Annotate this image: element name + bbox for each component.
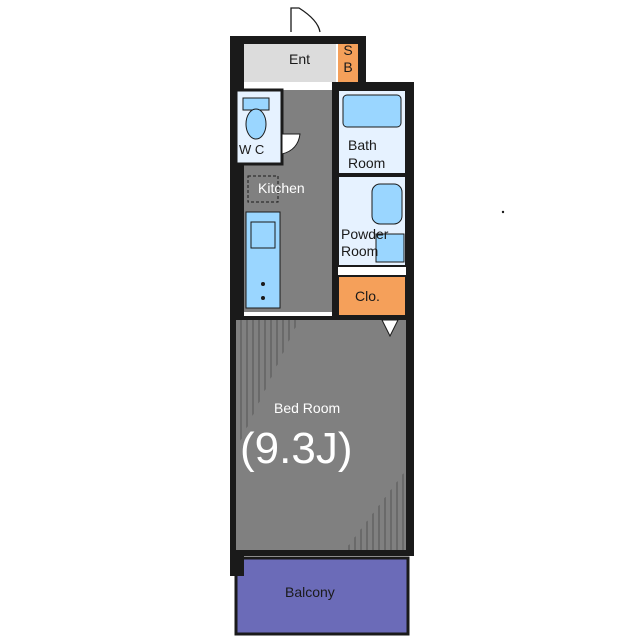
bedroom bbox=[236, 316, 406, 550]
balcony bbox=[230, 550, 414, 636]
dot-mark bbox=[501, 210, 505, 214]
bath-room bbox=[337, 89, 407, 175]
wc-door-icon bbox=[281, 133, 301, 155]
exterior-walls bbox=[230, 36, 414, 558]
wc-room bbox=[234, 88, 284, 166]
powder-room bbox=[337, 175, 407, 267]
partition-wall bbox=[332, 82, 338, 318]
shoe-box bbox=[338, 44, 358, 82]
closet bbox=[337, 275, 407, 317]
entrance-door-icon bbox=[290, 7, 321, 33]
kitchen-counter bbox=[245, 175, 281, 309]
entrance-area bbox=[244, 44, 336, 82]
